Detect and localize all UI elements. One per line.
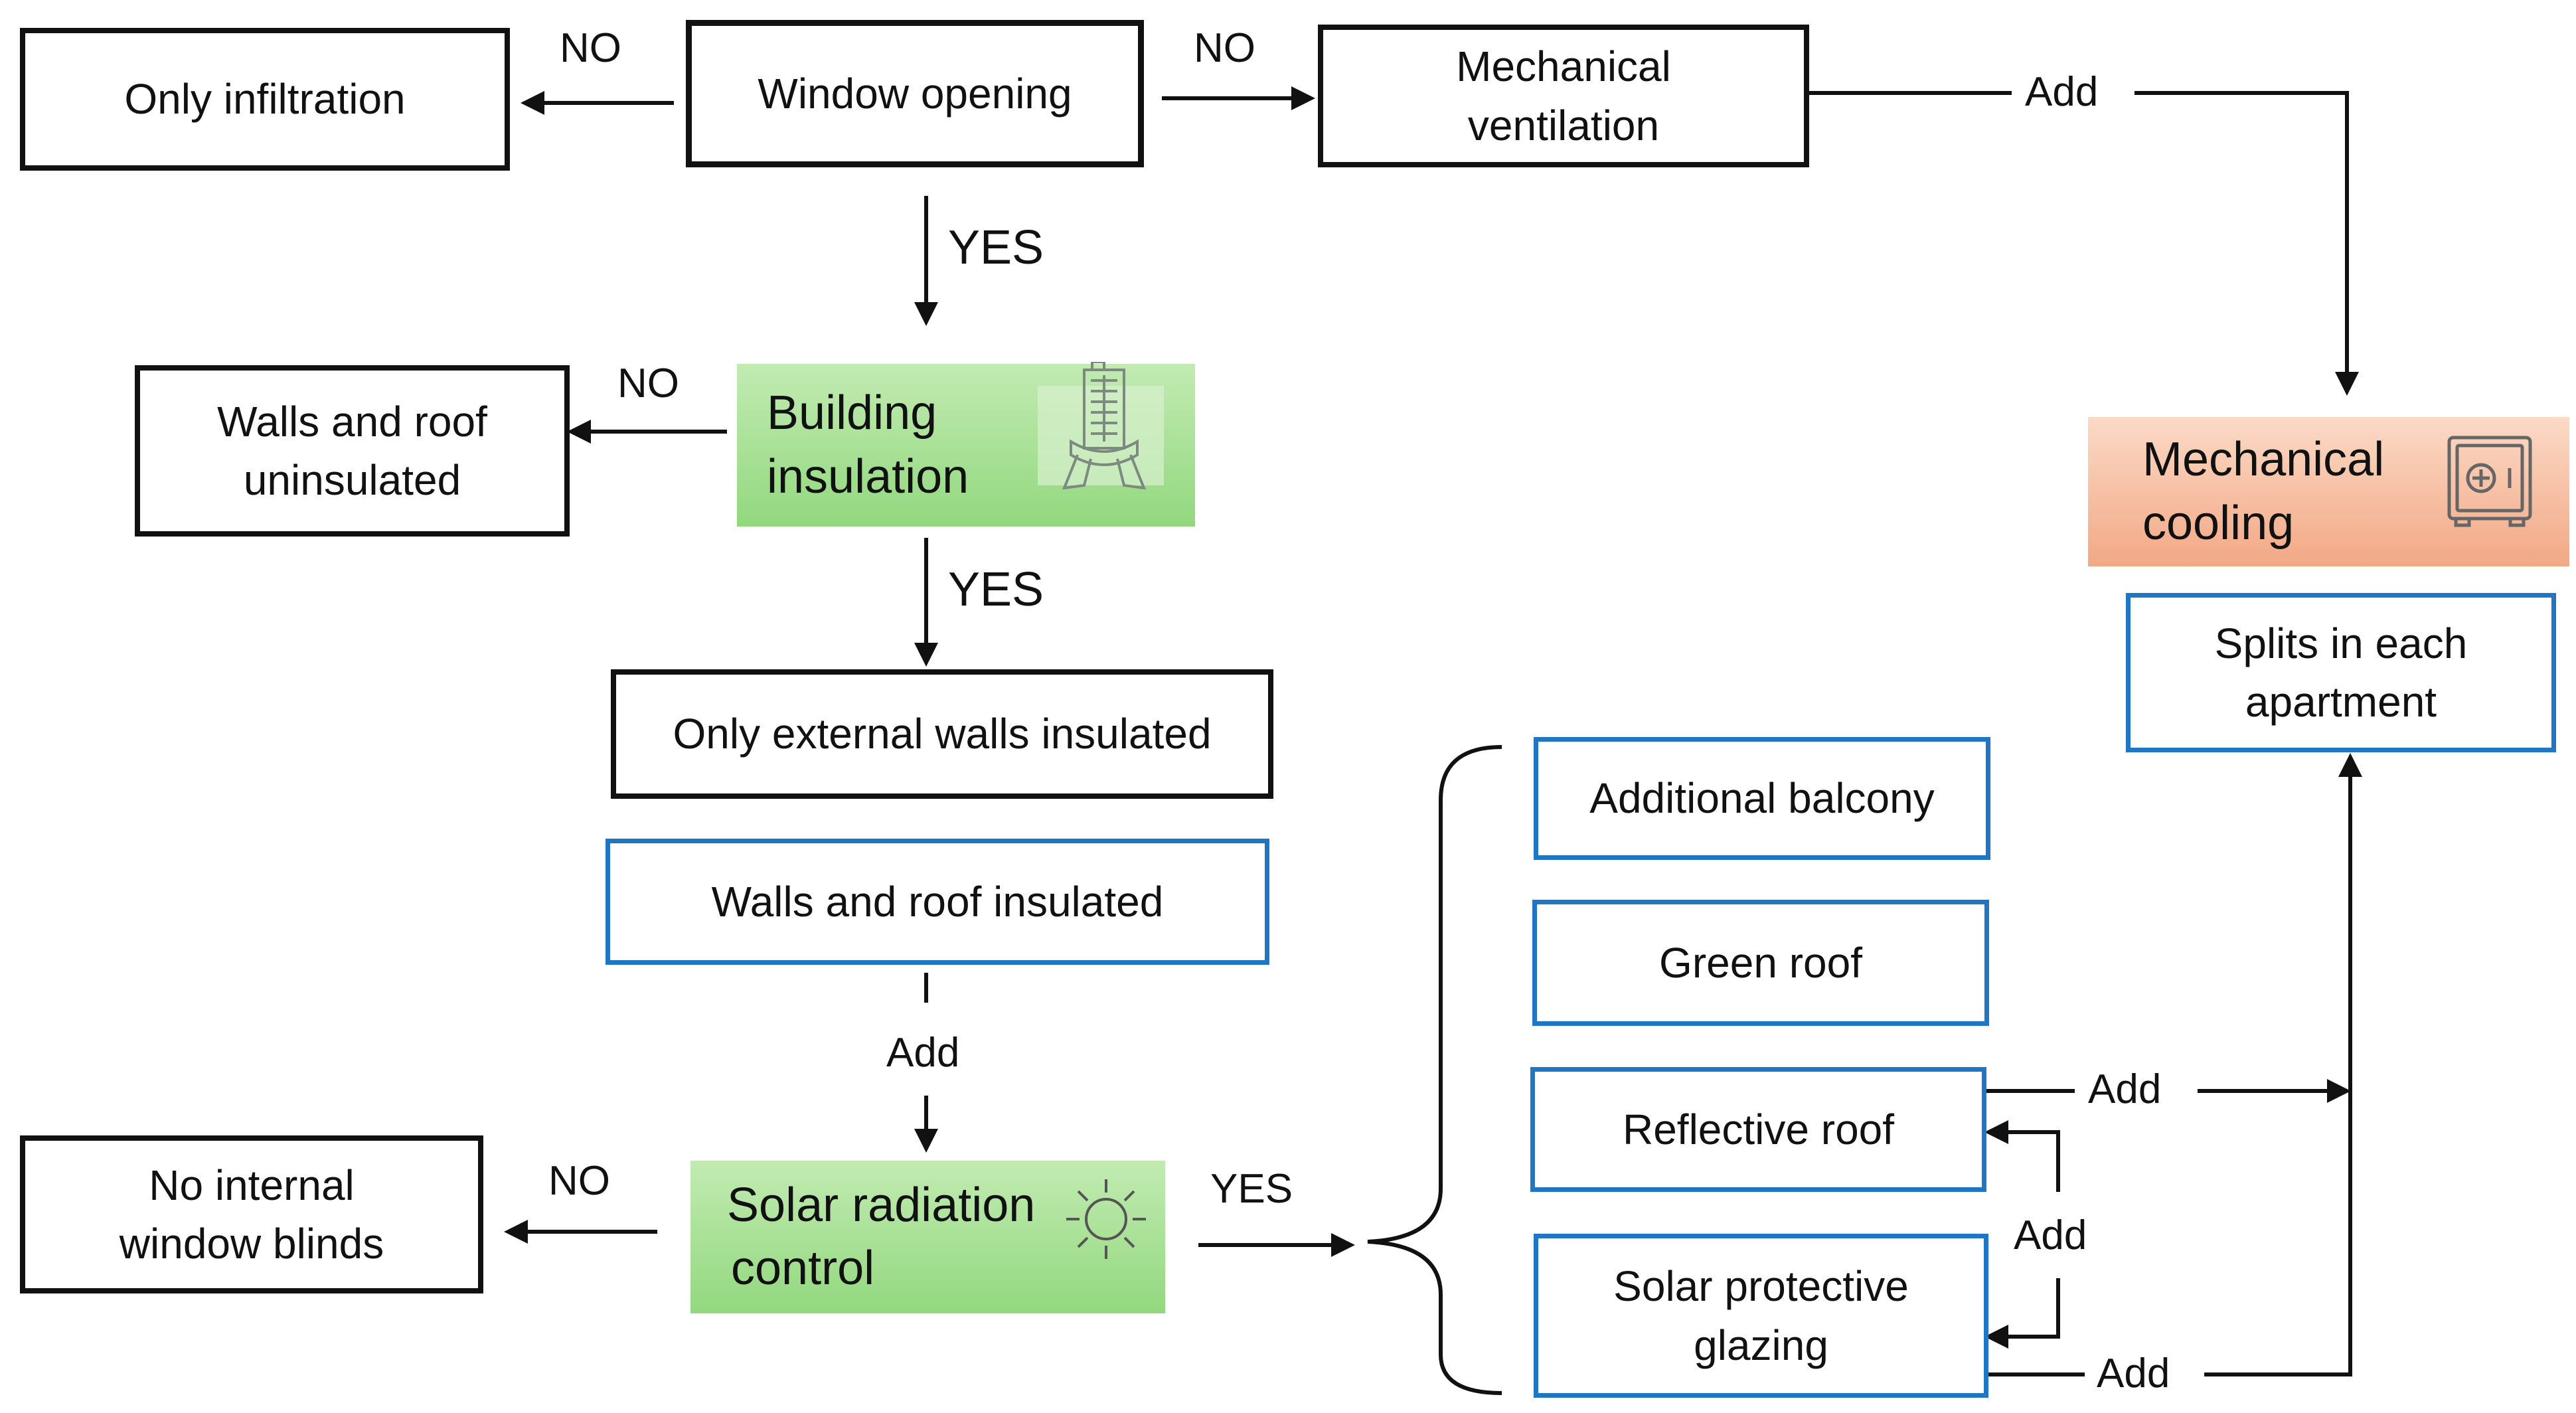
label-no-window-right: NO — [1188, 28, 1261, 69]
splits-box: Splits in each apartment — [2126, 593, 2556, 752]
walls-uninsulated-line2: uninsulated — [243, 456, 461, 504]
label-yes-insulation: YES — [943, 566, 1050, 614]
mechanical-cooling-line1: Mechanical — [2142, 433, 2385, 487]
no-internal-blinds-box: No internal window blinds — [20, 1135, 483, 1293]
solar-protective-glazing-box: Solar protective glazing — [1534, 1234, 1988, 1398]
glazing-line1: Solar protective — [1613, 1262, 1909, 1311]
solar-control-line1: Solar radiation — [727, 1178, 1036, 1232]
label-add-glazing: Add — [2091, 1353, 2176, 1394]
label-add-reflective: Add — [2083, 1069, 2167, 1110]
building-scarf-icon — [1038, 362, 1164, 490]
label-add-cooling: Add — [2020, 72, 2104, 113]
solar-radiation-control-box: Solar radiation control — [690, 1161, 1165, 1313]
walls-roof-insulated-text: Walls and roof insulated — [711, 877, 1164, 926]
sun-icon — [1066, 1179, 1146, 1259]
only-infiltration-box: Only infiltration — [20, 28, 510, 171]
label-yes-solar: YES — [1205, 1169, 1299, 1210]
arrow-between-to-reflective — [1984, 1120, 2060, 1192]
mechanical-cooling-box: Mechanical cooling — [2088, 417, 2569, 566]
window-opening-text: Window opening — [758, 69, 1072, 118]
walls-roof-insulated-box: Walls and roof insulated — [605, 839, 1269, 965]
arrow-between-to-glazing — [1984, 1278, 2060, 1349]
walls-uninsulated-line1: Walls and roof — [217, 397, 487, 446]
only-infiltration-text: Only infiltration — [124, 75, 406, 124]
label-no-solar: NO — [543, 1161, 615, 1202]
glazing-line2: glazing — [1694, 1321, 1828, 1369]
options-brace — [1367, 745, 1502, 1395]
mechanical-ventilation-line2: ventilation — [1467, 101, 1660, 149]
only-external-walls-text: Only external walls insulated — [673, 710, 1212, 758]
window-opening-box: Window opening — [686, 20, 1144, 167]
additional-balcony-text: Additional balcony — [1589, 774, 1935, 823]
mechanical-cooling-line2: cooling — [2142, 496, 2294, 550]
green-roof-text: Green roof — [1659, 938, 1862, 987]
splits-line1: Splits in each — [2214, 619, 2468, 667]
label-no-window-left: NO — [554, 28, 627, 69]
safe-icon — [2447, 436, 2532, 527]
no-blinds-line2: window blinds — [119, 1220, 384, 1268]
splits-line2: apartment — [2245, 678, 2437, 726]
label-yes-window: YES — [943, 224, 1050, 272]
walls-roof-uninsulated-box: Walls and roof uninsulated — [135, 365, 570, 537]
label-no-insulation: NO — [612, 363, 684, 404]
reflective-roof-box: Reflective roof — [1530, 1067, 1986, 1192]
reflective-roof-text: Reflective roof — [1622, 1105, 1895, 1153]
mechanical-ventilation-line1: Mechanical — [1456, 42, 1671, 91]
building-insulation-line2: insulation — [767, 450, 969, 503]
additional-balcony-box: Additional balcony — [1534, 737, 1990, 860]
green-roof-box: Green roof — [1532, 900, 1989, 1026]
mechanical-ventilation-box: Mechanical ventilation — [1318, 25, 1809, 167]
label-add-between: Add — [2008, 1215, 2093, 1256]
building-insulation-line1: Building — [767, 386, 937, 440]
label-add-insulated: Add — [881, 1033, 965, 1074]
solar-control-line2: control — [731, 1242, 875, 1295]
only-external-walls-box: Only external walls insulated — [611, 669, 1273, 799]
no-blinds-line1: No internal — [149, 1161, 355, 1209]
